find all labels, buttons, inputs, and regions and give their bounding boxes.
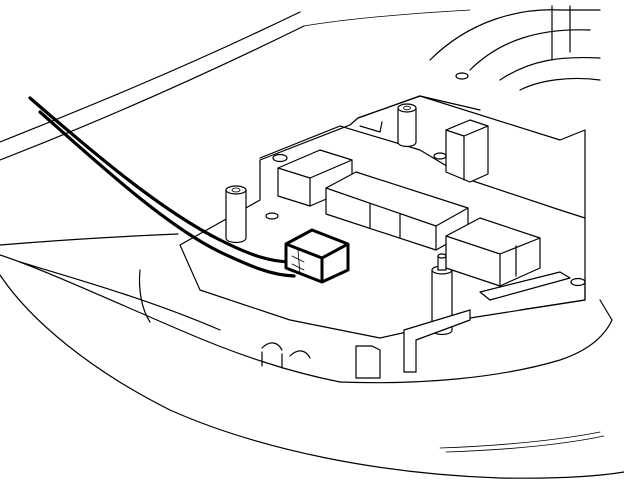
screw-1 [272,153,288,163]
screw-3 [433,152,447,160]
connector [284,228,350,284]
mounting-bracket [445,119,489,183]
standoff-post-top [397,103,417,148]
upper-cover [0,5,601,161]
bottom-clips [261,309,471,379]
standoff-post-left [225,185,247,244]
screw-2 [455,72,469,80]
screw-5 [570,277,586,287]
right-component [445,217,571,301]
wire-cable [28,96,296,278]
lower-tray [0,233,624,479]
screw-4 [265,212,279,220]
